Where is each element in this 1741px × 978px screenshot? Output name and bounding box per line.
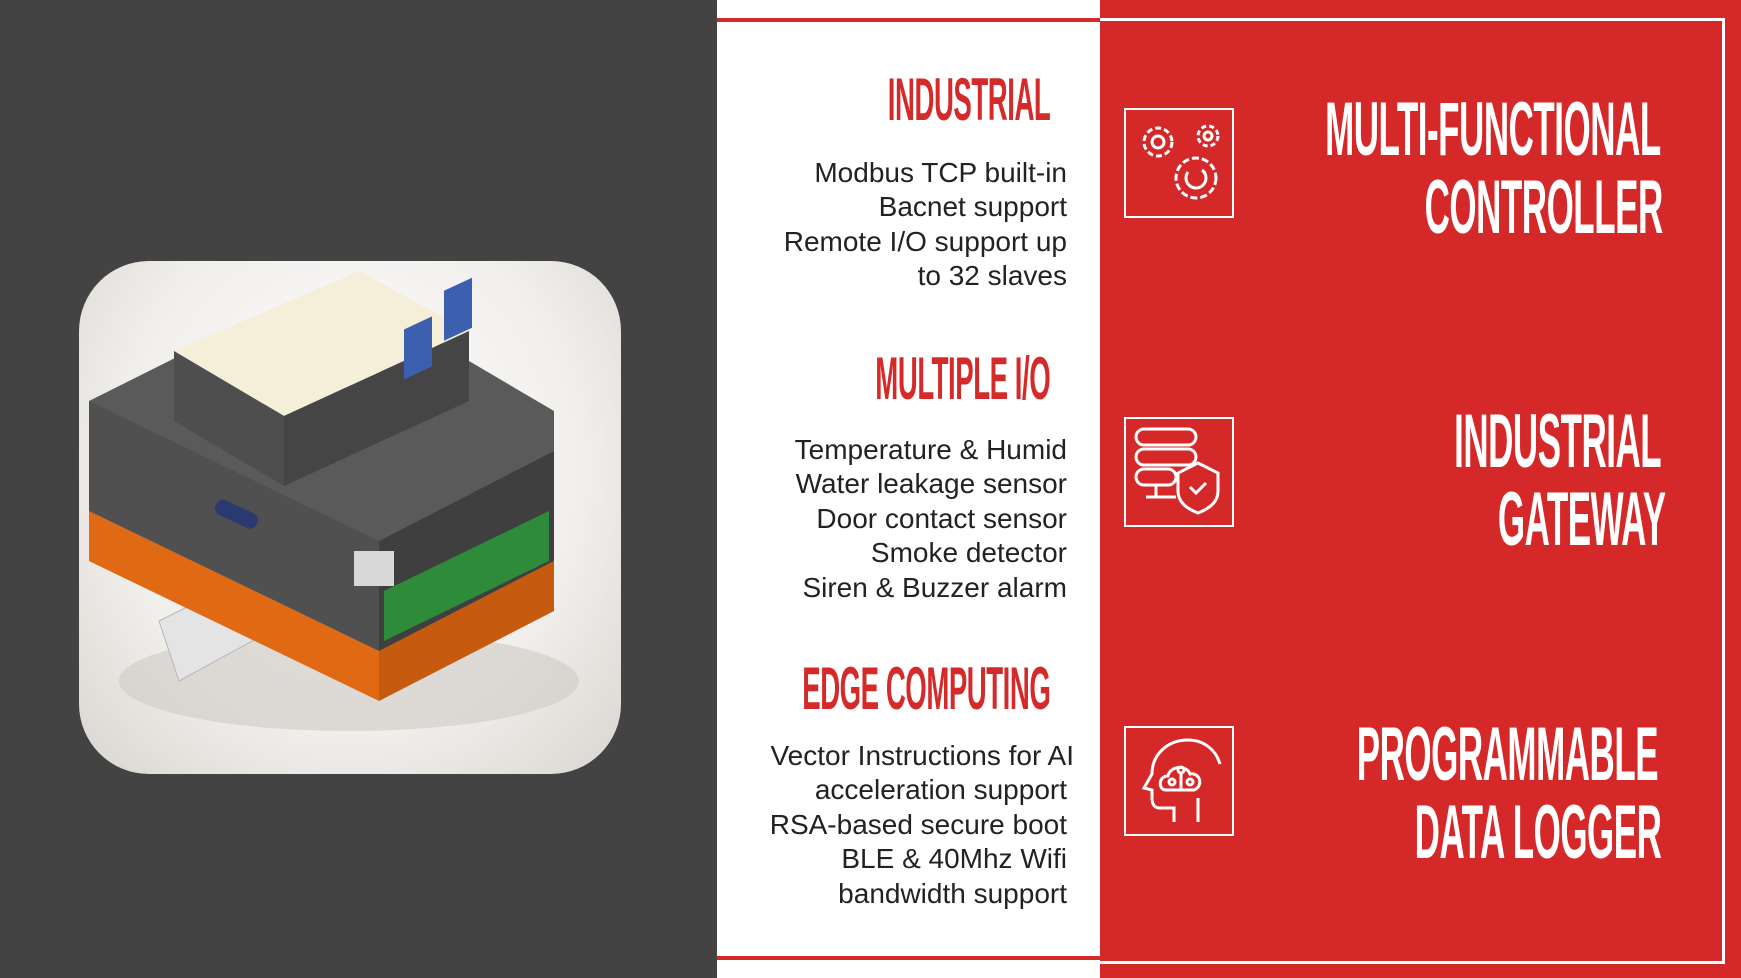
role-title-line: INDUSTRIAL <box>1453 399 1662 484</box>
feature-title-industrial: INDUSTRIAL <box>887 66 1050 133</box>
features-panel <box>717 0 1100 978</box>
feature-line: Bacnet support <box>878 191 1067 222</box>
feature-title-edge-computing: EDGE COMPUTING <box>801 655 1051 722</box>
bottom-divider <box>717 956 1100 960</box>
head-cloud-icon <box>1124 726 1234 836</box>
role-title-line: GATEWAY <box>1498 477 1666 562</box>
gears-icon <box>1124 108 1234 218</box>
feature-line: Temperature & Humid <box>794 434 1067 465</box>
feature-line: Water leakage sensor <box>795 468 1067 499</box>
top-divider <box>717 18 1100 22</box>
feature-line: Modbus TCP built-in <box>814 157 1067 188</box>
role-title-line: PROGRAMMABLE <box>1356 712 1659 797</box>
feature-line: bandwidth support <box>838 878 1067 909</box>
feature-line: Siren & Buzzer alarm <box>802 572 1067 603</box>
feature-line: BLE & 40Mhz Wifi <box>841 843 1067 874</box>
feature-line: RSA-based secure boot <box>769 809 1067 840</box>
feature-line: acceleration support <box>814 774 1067 805</box>
feature-line: Smoke detector <box>870 537 1067 568</box>
role-title-line: MULTI-FUNCTIONAL <box>1325 87 1661 172</box>
feature-line: Vector Instructions for AI <box>770 740 1074 771</box>
feature-line: Remote I/O support up <box>783 226 1067 257</box>
white-frame <box>1100 18 1725 964</box>
server-shield-icon <box>1124 417 1234 527</box>
controller-device-image <box>89 271 579 731</box>
feature-title-multiple-io: MULTIPLE I/O <box>875 345 1050 412</box>
role-title-line: DATA LOGGER <box>1414 790 1661 875</box>
feature-line: Door contact sensor <box>816 503 1067 534</box>
product-image <box>79 261 621 774</box>
role-title-line: CONTROLLER <box>1424 165 1664 250</box>
feature-line: to 32 slaves <box>917 260 1067 291</box>
